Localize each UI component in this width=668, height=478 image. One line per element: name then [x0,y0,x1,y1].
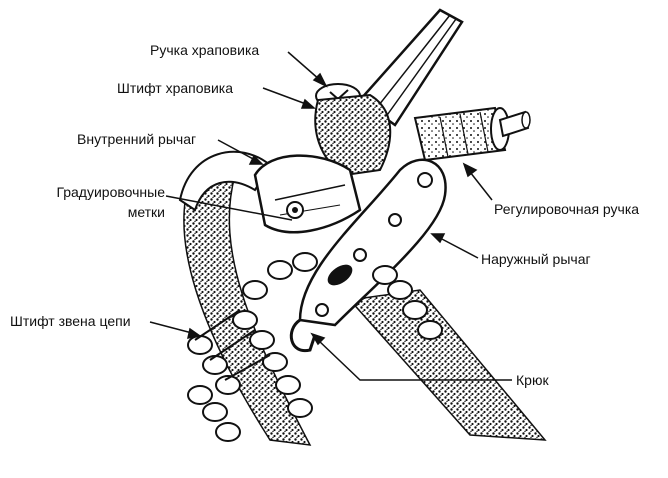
adjusting-knob-body [415,108,530,160]
inner-lever-body [255,156,360,233]
label-ratchet-pin: Штифт храповика [117,80,233,97]
label-graduation-marks-line1: Градуировочные [45,184,165,201]
label-graduation-marks-line2: метки [45,204,165,221]
label-hook: Крюк [516,372,549,389]
label-adjusting-knob: Регулировочная ручка [494,201,639,218]
label-ratchet-handle: Ручка храповика [150,42,259,59]
label-chain-link-pin: Штифт звена цепи [10,313,131,330]
hook-body [291,320,315,351]
label-outer-lever: Наружный рычаг [481,251,591,268]
label-inner-lever: Внутренний рычаг [77,131,196,148]
